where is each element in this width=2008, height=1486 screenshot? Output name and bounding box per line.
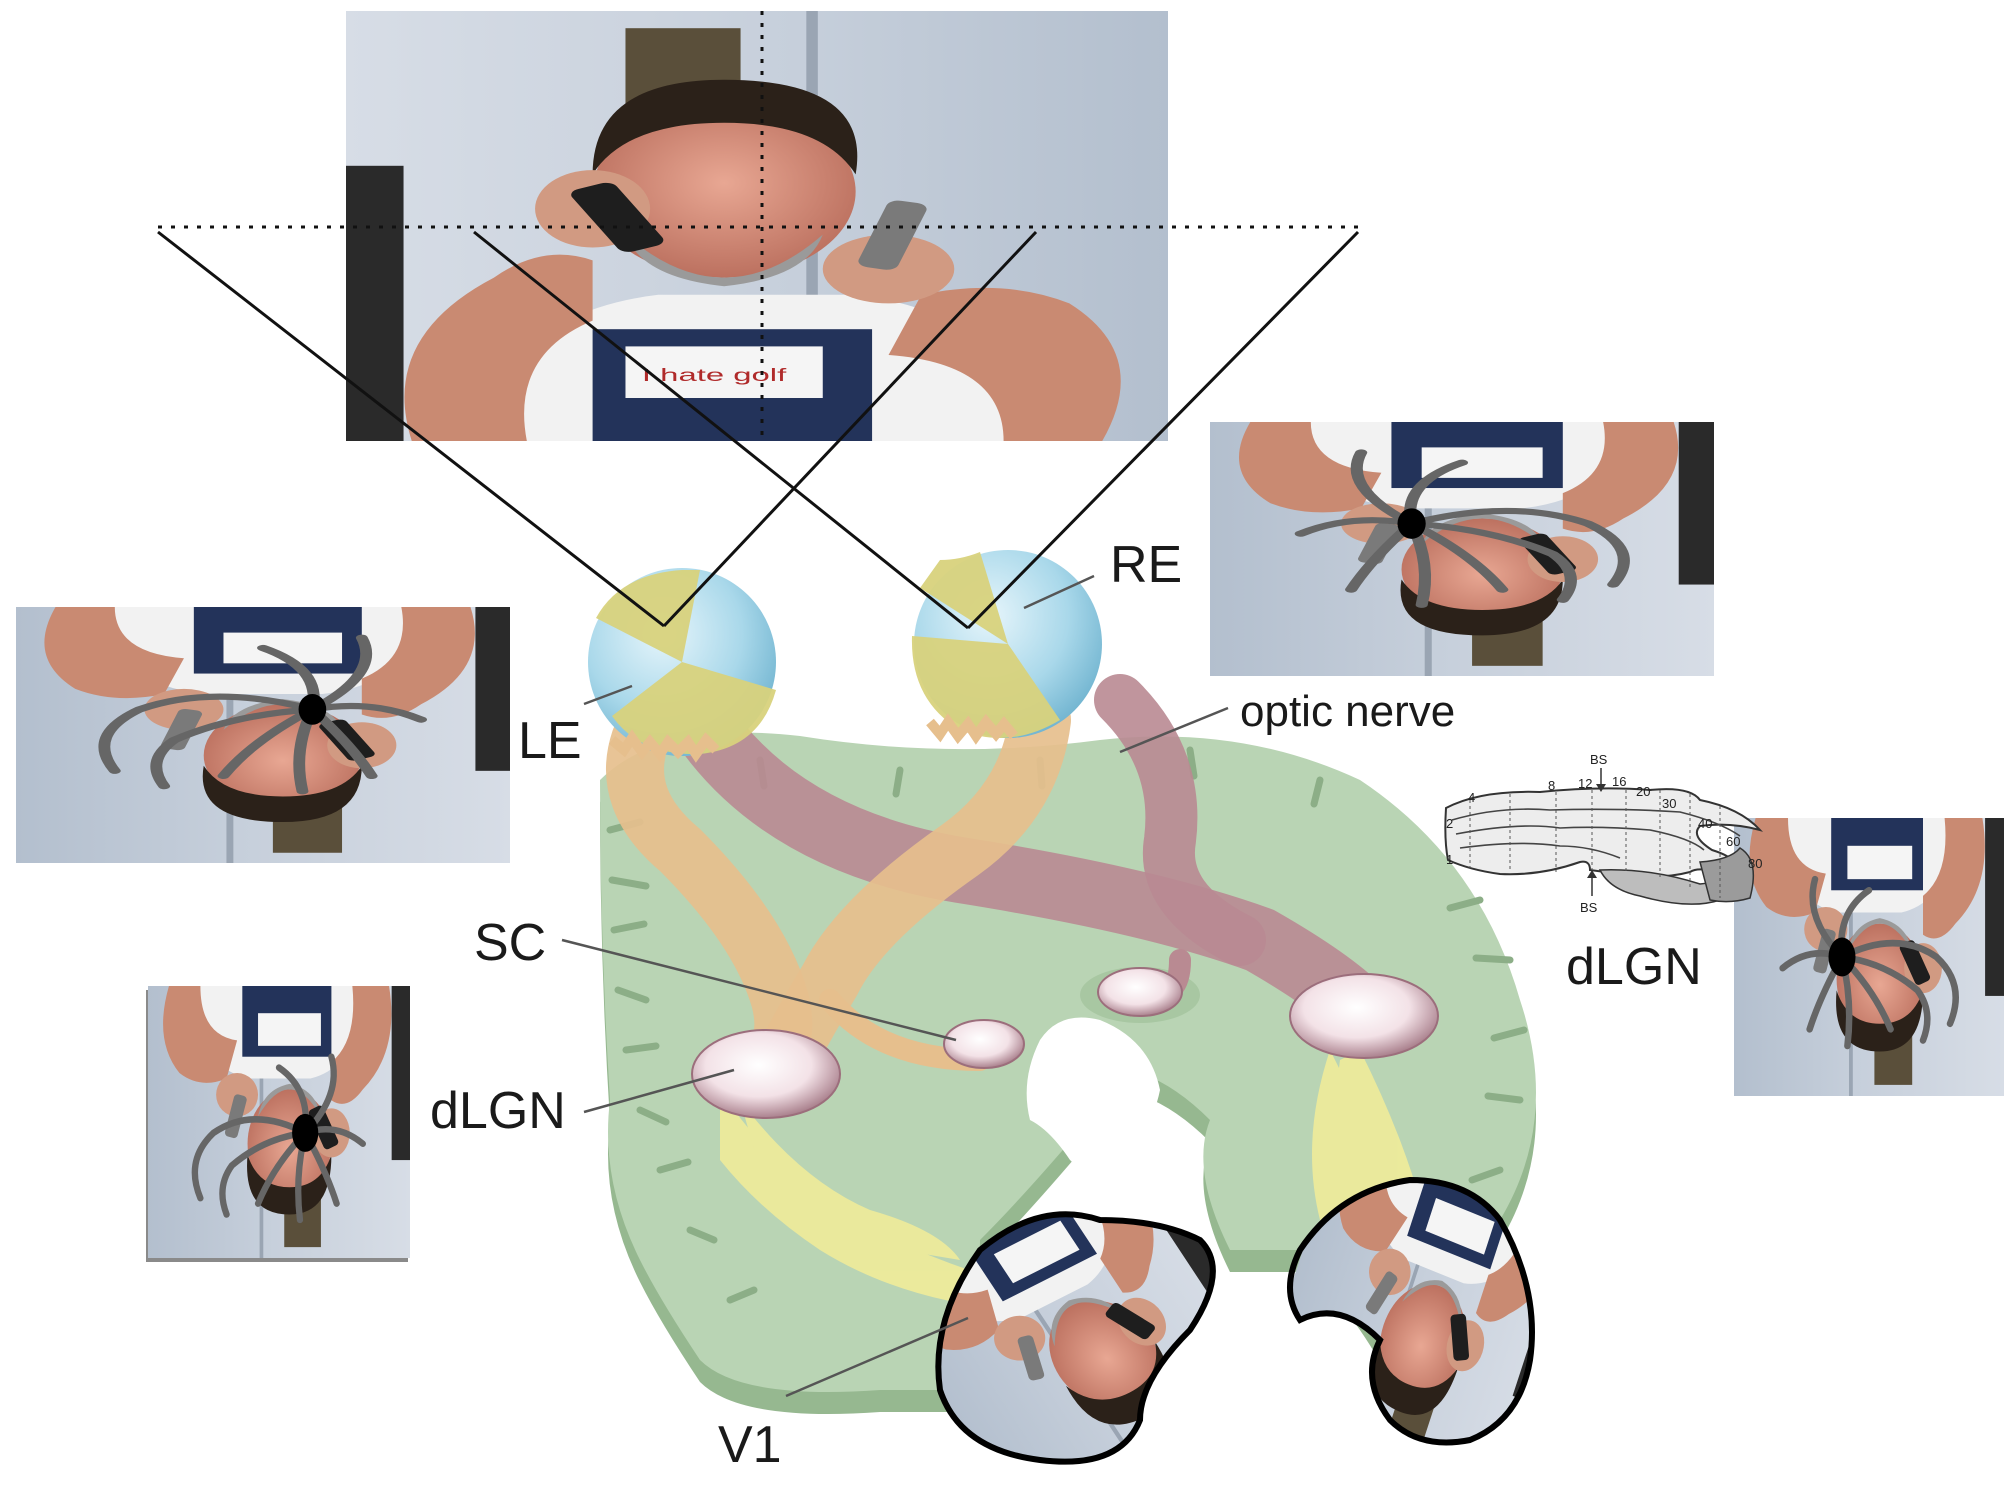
lgn-tick-label: 4 xyxy=(1468,790,1475,805)
dlgn-brain-label: dLGN xyxy=(430,1082,566,1140)
right-eye-retina-image xyxy=(1210,422,1714,676)
dlgn-inset-label: dLGN xyxy=(1566,938,1702,996)
left-eye xyxy=(588,568,776,763)
optic-disc-icon xyxy=(298,694,327,725)
superior-colliculus-label: SC xyxy=(474,914,546,972)
v1-right-cutout xyxy=(1287,1176,1535,1446)
lgn-tick-label: 12 xyxy=(1578,776,1592,791)
lgn-bs-top-label: BS xyxy=(1590,752,1608,767)
left-eye-retina-image xyxy=(16,607,510,863)
optic-disc-icon xyxy=(292,1113,319,1152)
right-dlgn-nucleus xyxy=(1289,973,1439,1059)
left-eye-label: LE xyxy=(518,712,582,770)
lgn-tick-label: 30 xyxy=(1662,796,1676,811)
right-field-half-image xyxy=(1734,818,2004,1096)
projection-lines xyxy=(157,230,1360,630)
optic-nerve-label: optic nerve xyxy=(1240,687,1455,736)
v1-label: V1 xyxy=(718,1416,782,1474)
v1-left-cutout xyxy=(935,1211,1216,1465)
lgn-tick-label: 8 xyxy=(1548,778,1555,793)
lgn-tick-label: 1 xyxy=(1446,852,1453,867)
right-eye xyxy=(911,550,1102,745)
lgn-bs-bottom-label: BS xyxy=(1580,900,1598,915)
lgn-tick-label: 16 xyxy=(1612,774,1626,789)
visual-field-photo: I hate golf xyxy=(346,11,1168,441)
left-sc-nucleus xyxy=(943,1019,1025,1069)
shirt-text: I hate golf xyxy=(642,365,787,385)
optic-pathways xyxy=(606,674,1393,1101)
right-eye-label: RE xyxy=(1110,536,1182,594)
left-field-half-image xyxy=(146,986,410,1262)
optic-disc-icon xyxy=(1397,508,1426,539)
lgn-inset-drawing: BS BS 1 2 4 8 12 16 20 30 40 60 80 xyxy=(1444,752,1764,915)
lgn-tick-label: 60 xyxy=(1726,834,1740,849)
nuclei xyxy=(691,967,1439,1119)
optic-disc-icon xyxy=(1828,937,1856,977)
lgn-tick-label: 20 xyxy=(1636,784,1650,799)
lgn-tick-label: 80 xyxy=(1748,856,1762,871)
left-dlgn-nucleus xyxy=(691,1029,841,1119)
label-leader-lines xyxy=(561,574,1229,1398)
right-sc-nucleus xyxy=(1097,967,1183,1017)
lgn-tick-labels: 1 2 4 8 12 16 20 30 40 60 80 xyxy=(1446,774,1762,871)
lgn-tick-label: 2 xyxy=(1446,816,1453,831)
lgn-tick-label: 40 xyxy=(1698,816,1712,831)
